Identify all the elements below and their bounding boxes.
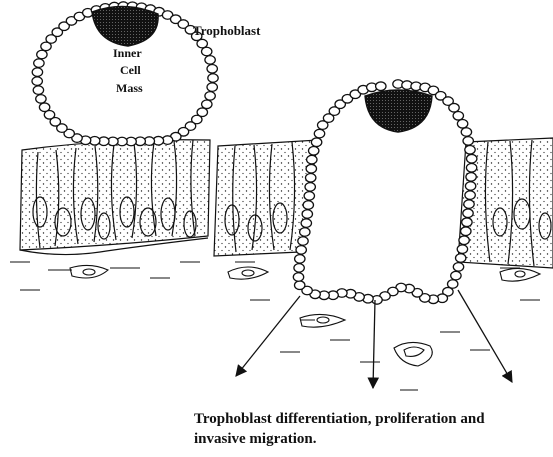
trophoblast-cell xyxy=(306,174,316,183)
trophoblast-cell xyxy=(294,264,304,273)
trophoblast-cell xyxy=(466,164,476,173)
trophoblast-cell xyxy=(453,263,463,272)
trophoblast-cell xyxy=(459,236,469,245)
trophoblast-cell xyxy=(301,219,311,228)
caption-line-1: Trophoblast differentiation, proliferati… xyxy=(194,409,552,429)
left-epithelium xyxy=(20,140,210,255)
trophoblast-cell xyxy=(456,254,466,263)
trophoblast-cell xyxy=(463,137,473,146)
trophoblast-cell xyxy=(314,129,324,138)
trophoblast-cell xyxy=(296,246,306,255)
arrow-left xyxy=(236,296,300,376)
trophoblast-cell xyxy=(451,271,461,280)
trophoblast-cell xyxy=(202,100,212,109)
trophoblast-cell xyxy=(300,228,310,237)
trophoblast-cell xyxy=(207,83,217,92)
trophoblast-cell xyxy=(465,182,475,191)
inner-cell-mass-label-line1: Inner xyxy=(113,47,142,59)
trophoblast-cell xyxy=(37,50,47,59)
trophoblast-cell xyxy=(34,59,44,68)
trophoblast-cell xyxy=(376,82,386,91)
caption-line-2: invasive migration. xyxy=(194,429,552,449)
trophoblast-cell xyxy=(304,192,314,201)
trophoblast-cell xyxy=(197,39,207,48)
left-inner-cell-mass xyxy=(92,6,158,46)
trophoblast-cell xyxy=(462,218,472,227)
trophoblast-cell xyxy=(467,154,477,163)
trophoblast-cell xyxy=(453,112,463,121)
arrow-right xyxy=(458,290,512,382)
trophoblast-cell xyxy=(207,65,217,74)
trophoblast-cell xyxy=(465,191,475,200)
trophoblast-cell xyxy=(36,95,46,104)
trophoblast-cell xyxy=(457,245,467,254)
right-blastocyst xyxy=(293,80,477,304)
trophoblast-cell xyxy=(457,120,467,129)
trophoblast-cell xyxy=(295,255,305,264)
arrow-center xyxy=(373,300,375,388)
trophoblast-cell xyxy=(33,86,43,95)
inner-cell-mass-label-line2: Cell xyxy=(120,64,141,76)
trophoblast-cell xyxy=(293,273,303,282)
right-epithelium xyxy=(214,138,553,268)
trophoblast-cell xyxy=(295,281,305,290)
inner-cell-mass-label-line3: Mass xyxy=(116,82,143,94)
figure-caption: Trophoblast differentiation, proliferati… xyxy=(194,409,552,449)
trophoblast-cell xyxy=(202,47,212,56)
trophoblast-cell xyxy=(302,210,312,219)
trophoblast-cell xyxy=(205,56,215,65)
trophoblast-cell xyxy=(208,74,218,83)
stroma xyxy=(10,262,540,390)
trophoblast-cell xyxy=(461,128,471,137)
trophoblast-cell xyxy=(306,164,316,173)
trophoblast-cell xyxy=(461,227,471,236)
trophoblast-cell xyxy=(449,103,459,112)
trophoblast-cell xyxy=(311,138,321,147)
trophoblast-cell xyxy=(303,201,313,210)
trophoblast-cell xyxy=(32,77,42,86)
trophoblast-cell xyxy=(309,147,319,156)
trophoblast-cell xyxy=(39,103,49,112)
migration-arrows xyxy=(236,290,512,388)
trophoblast-cell xyxy=(307,155,317,164)
trophoblast-cell xyxy=(32,68,42,77)
trophoblast-cell xyxy=(464,200,474,209)
right-inner-cell-mass xyxy=(365,90,432,132)
trophoblast-cell xyxy=(463,209,473,218)
trophoblast-cell xyxy=(305,183,315,192)
trophoblast-label: Trophoblast xyxy=(193,24,260,37)
trophoblast-cell xyxy=(298,237,308,246)
trophoblast-cell xyxy=(465,146,475,155)
trophoblast-cell xyxy=(205,92,215,101)
trophoblast-cell xyxy=(466,173,476,182)
